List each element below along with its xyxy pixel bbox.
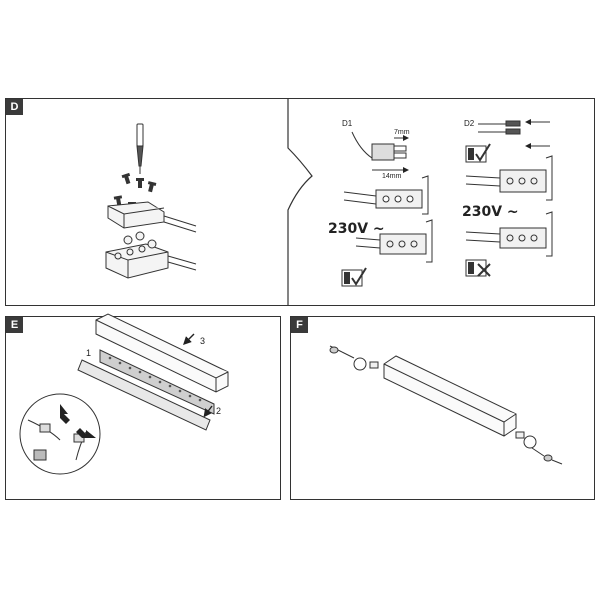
d2-cross-icon <box>465 259 491 277</box>
d1-wire-to-block <box>343 175 429 215</box>
connector-arrows <box>60 404 96 438</box>
d2-label: D2 <box>464 119 475 128</box>
d2-terminal-block-bottom <box>465 211 553 257</box>
panel-e-label: E <box>6 317 23 333</box>
end-cap-right <box>515 431 563 465</box>
screwdriver-illustration <box>136 123 144 174</box>
d1-wire-stripped <box>351 131 409 173</box>
d1-checkmark-icon <box>341 267 367 287</box>
d1-strip-length: 7mm <box>394 129 410 136</box>
terminal-block <box>105 231 169 279</box>
step-1-label: 1 <box>86 348 91 358</box>
d1-insert-length: 14mm <box>382 173 402 180</box>
terminal-cover <box>107 201 165 229</box>
profile-housing <box>95 313 229 393</box>
d2-checkmark-icon <box>465 143 491 163</box>
step-2-label: 2 <box>216 406 221 416</box>
d1-voltage: 230V ~ <box>328 221 385 237</box>
panel-f: F <box>290 316 595 500</box>
panel-d-divider <box>287 98 313 306</box>
d1-label: D1 <box>342 119 353 128</box>
cable-lines <box>163 215 197 271</box>
d2-terminal-block-top <box>465 155 553 201</box>
led-dots <box>108 356 202 402</box>
d2-wire-pair <box>478 119 550 149</box>
led-strip <box>77 349 215 431</box>
d1-terminal-block <box>355 219 433 263</box>
panel-d-label: D <box>6 99 23 115</box>
d2-voltage: 230V ~ <box>462 204 519 220</box>
panel-f-label: F <box>291 317 308 333</box>
step-arrows <box>183 333 213 418</box>
connector-detail-circle <box>19 393 101 475</box>
step-3-label: 3 <box>200 336 205 346</box>
profile-f <box>383 355 517 437</box>
panel-d: D <box>5 98 595 306</box>
end-cap-left <box>329 345 379 371</box>
